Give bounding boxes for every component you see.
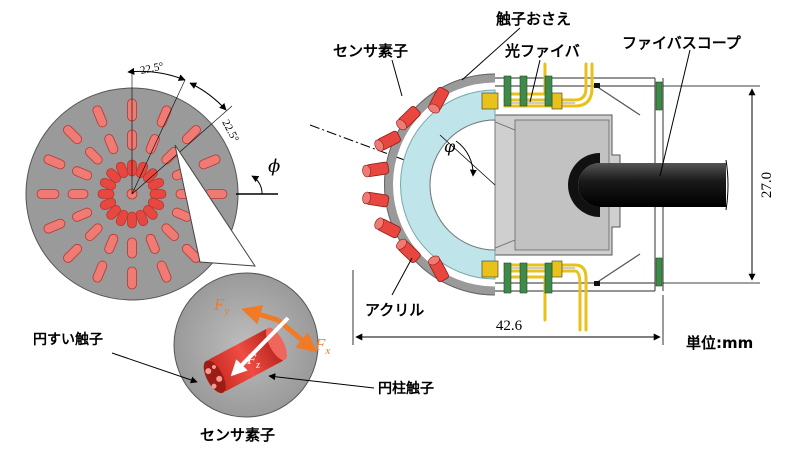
disc-sensor-element [104,233,119,254]
disc-sensor-element [72,207,93,222]
inner-cavity [429,119,496,251]
disc-sensor-element [156,260,172,283]
force-y-arrow [241,305,279,325]
force-z-label: Fz [246,352,260,371]
disc-sensor-element [143,168,158,183]
disc-sensor-element [43,154,66,170]
disc-sensor-element [135,209,149,227]
disc-sensor-element [115,161,129,179]
disc-sensor-element [85,147,103,165]
phi-cross-arc [455,140,477,177]
leader-optical-fiber [529,59,541,103]
angle-ray-2 [131,79,186,195]
disc-sensor-element [156,105,172,128]
disc-sensor-element [85,223,103,241]
disc-sensor-element [43,218,66,234]
force-x-label: Fx [314,335,330,357]
dome-sensor-element [362,191,390,208]
disc-sensor-element [161,223,179,241]
phi-cross-symbol: φ [444,137,456,156]
fiberscope-tip [568,153,600,217]
angle-label-1: 22.5° [139,60,165,77]
phi-disc-symbol: ϕ [268,156,280,177]
acrylic-label: アクリル [365,301,425,319]
magnified-contact-view: Fy Fx Fz [173,272,330,418]
contact-holder-shell [384,73,496,296]
disc-sensor-element [104,134,119,155]
leader-cylindrical [268,373,375,389]
dome-sensor-element [396,238,421,263]
disc-sensor-element [127,237,137,259]
disc-sensor-element [99,177,117,191]
leader-contact-holder [461,27,521,81]
force-z-arrow [230,316,290,377]
screws [503,75,663,294]
contact-holder-label: 触子おさえ [496,10,572,28]
width-dimension-label: 42.6 [496,318,523,334]
sensor-element-label-top: センサ素子 [333,42,409,60]
optical-fiber-label: 光ファイバ [505,42,580,60]
disc-sensor-element [127,266,137,290]
disc-sensor-element [143,205,158,220]
unit-label: 単位:mm [686,334,754,352]
disc-sensor-element [36,189,60,199]
disc-sensor-element [198,154,221,170]
magnify-callout [174,144,256,267]
leader-fiberscope [659,49,691,177]
dome-sensor-element [374,217,401,239]
disc-sensor-element [106,205,121,220]
dome-sensor-elements [362,86,449,283]
force-x-arrow [276,318,318,353]
disc-sensor-element [92,105,108,128]
angle-ray-3 [131,105,233,195]
cross-section-view: φ 27.0 42.6 [309,27,775,345]
dome-sensor-element [362,161,390,178]
dome-sensor-element [374,130,401,152]
leader-acrylic [391,257,413,296]
disc-sensor-element [127,211,137,229]
disc-sensor-element [63,243,83,263]
disc-sensor-element [67,189,89,199]
disc-sensor-element [149,189,167,199]
leader-conical [111,352,198,384]
force-y-label: Fy [213,295,229,317]
dome-sensor-element [396,106,421,131]
dome-sensor-element [428,255,449,283]
disc-sensor-element [147,197,165,211]
height-dimension-label: 27.0 [759,172,775,198]
cylindrical-contact-label: 円柱触子 [378,381,434,397]
disc-sensor-element [72,166,93,181]
disc-sensor-element [106,168,121,183]
disc-sensor-element [92,260,108,283]
disc-sensor-element [97,189,115,199]
fiberscope-body [598,163,726,207]
fiberscope-label: ファイバスコープ [622,34,741,52]
disc-sensor-element [147,177,165,191]
conical-contact-label: 円すい触子 [33,332,103,348]
sensor-element-label-bottom: センサ素子 [200,426,276,444]
disc-sensor-element [99,197,117,211]
disc-sensor-element [115,209,129,227]
disc-sensor-element [145,233,160,254]
disc-sensor-elements [36,98,228,290]
leader-sensor-element [391,59,403,97]
disc-sensor-element [181,125,201,145]
phi-arrow [251,175,263,195]
angle-arc-1 [127,67,186,81]
disc-sensor-element [145,134,160,155]
dome-sensor-element [428,86,449,114]
angle-arc-2 [189,82,227,111]
